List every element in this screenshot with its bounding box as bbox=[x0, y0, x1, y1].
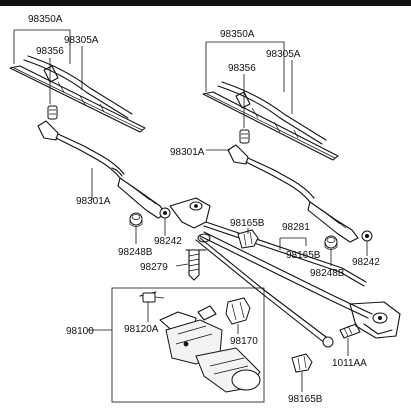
top-border-bar bbox=[0, 0, 411, 6]
linkage-bolt bbox=[339, 323, 361, 339]
motor-assembly-box bbox=[111, 287, 265, 403]
right-cap bbox=[361, 230, 373, 242]
wiper-linkage bbox=[169, 197, 401, 348]
grommet-top bbox=[237, 229, 259, 249]
label-linkage-bolt: 1011AA bbox=[332, 358, 367, 369]
label-left-cap: 98242 bbox=[154, 236, 182, 247]
right-wiper-blade bbox=[202, 81, 339, 161]
wiper-motor bbox=[159, 305, 261, 393]
label-right-arm: 98301A bbox=[170, 147, 205, 158]
left-nut bbox=[129, 212, 143, 227]
label-grommet-bottom: 98165B bbox=[288, 394, 323, 405]
label-right-nut: 98248B bbox=[310, 268, 345, 279]
label-grommet-mid: 98165B bbox=[286, 250, 321, 261]
label-motor-part: 98170 bbox=[230, 336, 258, 347]
label-linkage: 98281 bbox=[282, 222, 310, 233]
label-left-blade-assy: 98350A bbox=[28, 14, 63, 25]
label-left-nut: 98248B bbox=[118, 247, 153, 258]
label-right-insert: 98356 bbox=[228, 63, 256, 74]
label-left-blade: 98305A bbox=[64, 35, 99, 46]
motor-part-98170 bbox=[225, 297, 251, 325]
label-motor-bolt: 98120A bbox=[124, 324, 159, 335]
label-left-insert: 98356 bbox=[36, 46, 64, 57]
left-wiper-blade bbox=[9, 55, 146, 133]
left-cap bbox=[159, 207, 171, 219]
grommet-bottom bbox=[291, 353, 313, 373]
left-bolt bbox=[185, 249, 207, 281]
label-right-cap: 98242 bbox=[352, 257, 380, 268]
label-motor-assy: 98100 bbox=[66, 326, 94, 337]
label-left-bolt: 98279 bbox=[140, 262, 168, 273]
right-nut bbox=[324, 235, 338, 250]
right-wiper-arm bbox=[227, 144, 359, 243]
motor-bolt bbox=[139, 291, 165, 303]
leader-lines bbox=[13, 29, 368, 392]
label-right-blade-assy: 98350A bbox=[220, 29, 255, 40]
label-grommet-top: 98165B bbox=[230, 218, 265, 229]
label-left-arm: 98301A bbox=[76, 196, 111, 207]
label-right-blade: 98305A bbox=[266, 49, 301, 60]
